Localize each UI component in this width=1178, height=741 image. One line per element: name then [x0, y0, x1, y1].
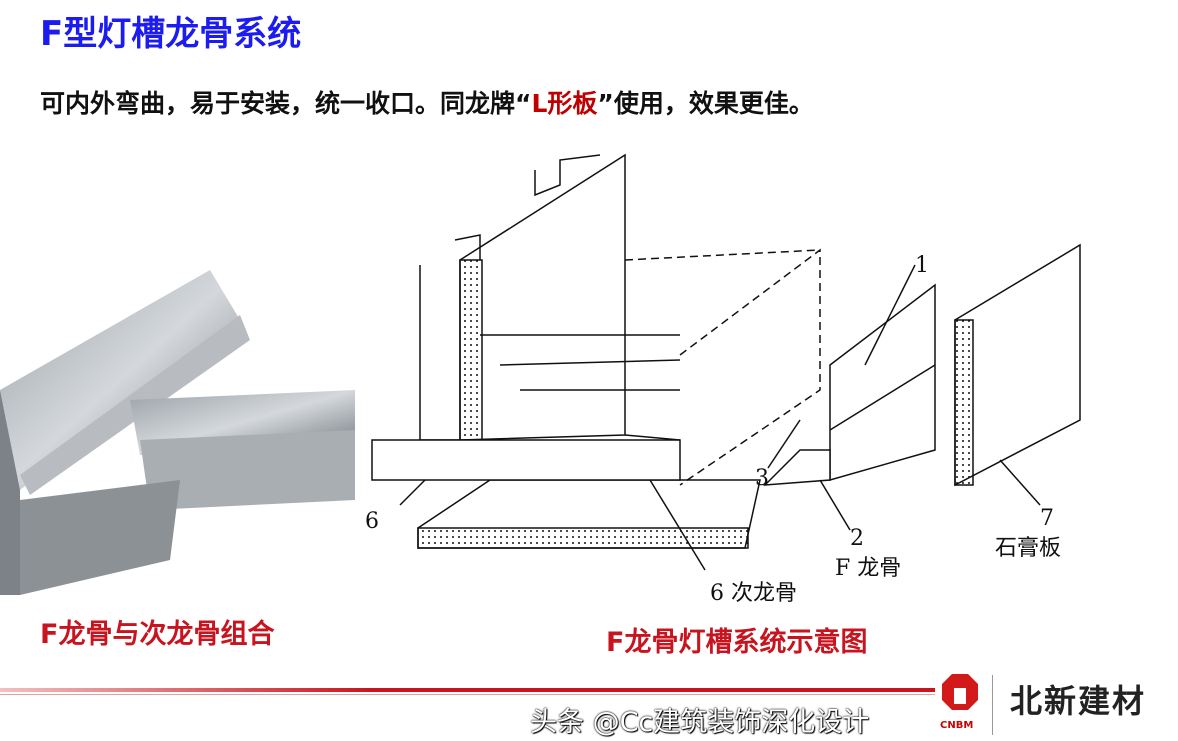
subtitle-text: 可内外弯曲，易于安装，统一收口。同龙牌: [40, 89, 516, 118]
label-1: 1: [915, 253, 929, 278]
label-6: 6: [365, 509, 379, 534]
brand-abbr: CNBM: [940, 720, 974, 731]
brand-name: 北新建材: [1010, 682, 1147, 720]
f-keel-diagram: 1 2 3 6 6 次龙骨 7 F 龙骨 石膏板: [365, 153, 1081, 606]
label-3: 3: [755, 466, 769, 491]
watermark: 头条 @Cc建筑装饰深化设计: [530, 707, 870, 738]
subtitle-highlight: L形板: [531, 89, 598, 118]
photo-caption: F龙骨与次龙骨组合: [40, 619, 275, 650]
label-6-secondary-keel: 6 次龙骨: [710, 581, 797, 606]
label-2: 2: [850, 526, 864, 551]
diagram-caption: F龙骨灯槽系统示意图: [606, 627, 868, 658]
keel-photo: [0, 270, 355, 595]
page-title: F型灯槽龙骨系统: [40, 14, 302, 54]
label-gypsum-board: 石膏板: [995, 536, 1061, 561]
label-f-keel: F 龙骨: [835, 556, 901, 581]
subtitle-text-end: 使用，效果更佳。: [613, 89, 814, 118]
quote-close: ”: [597, 89, 614, 118]
subtitle: 可内外弯曲，易于安装，统一收口。同龙牌“L形板”使用，效果更佳。: [40, 84, 814, 120]
logo-divider: [992, 675, 993, 735]
cnbm-logo-icon: [942, 674, 978, 710]
footer-rule-thin: [0, 694, 935, 695]
label-7: 7: [1040, 506, 1054, 531]
footer-rule: [0, 688, 935, 692]
quote-open: “: [515, 89, 532, 118]
f-keel-part: [829, 283, 936, 481]
